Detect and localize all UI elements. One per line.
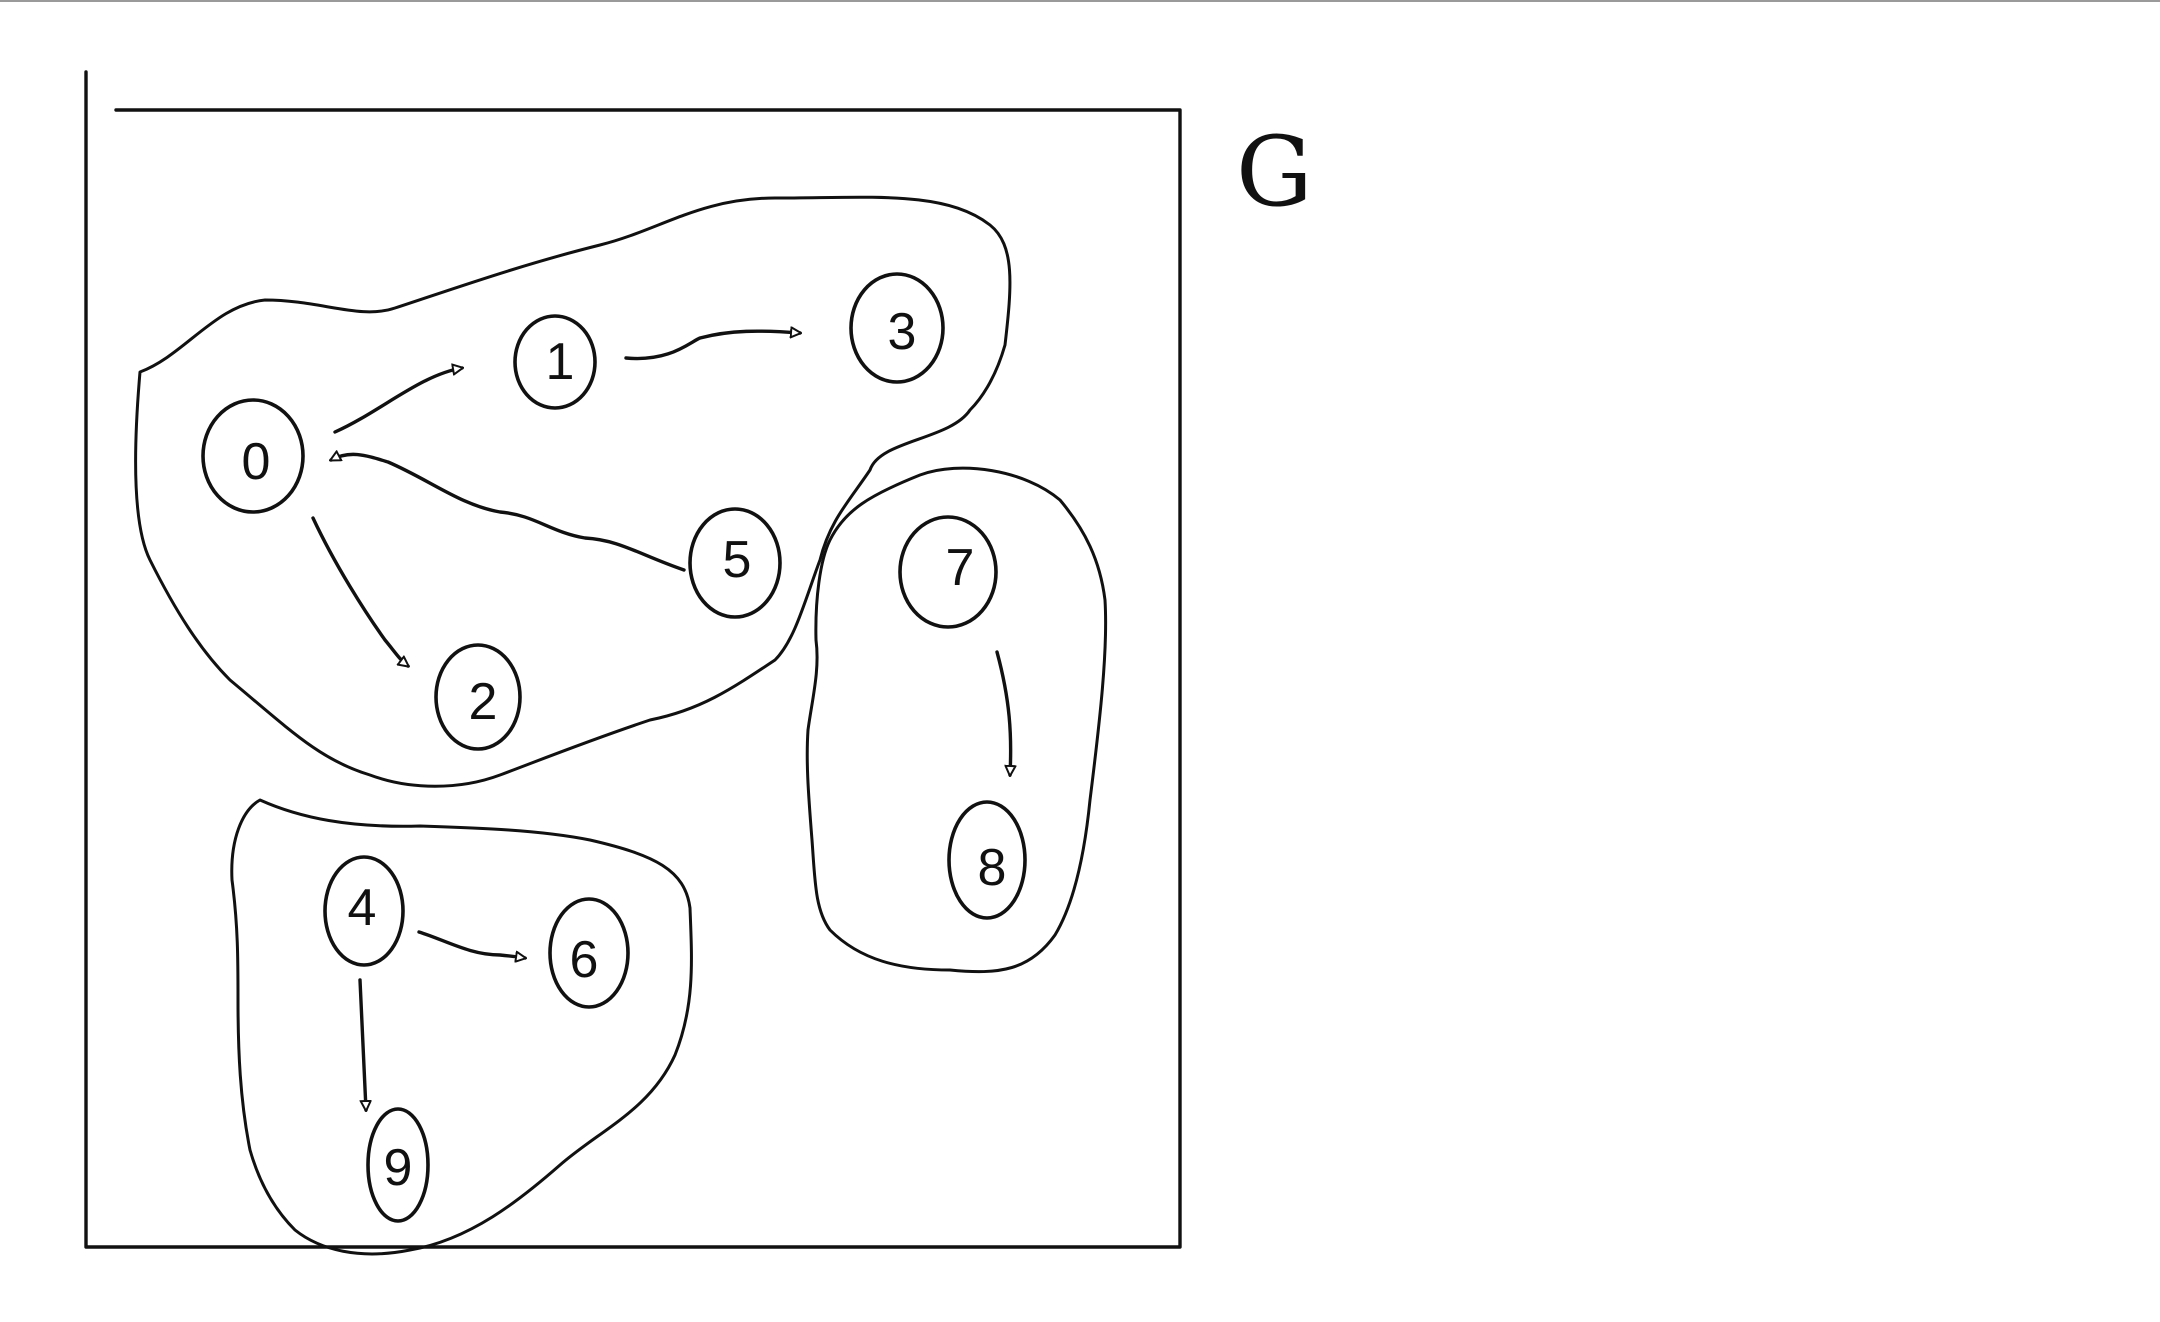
edge-4-to-6: [417, 930, 525, 958]
component-regions: [134, 195, 1108, 1256]
component-region-0-1-2-3-5: [134, 195, 1012, 788]
node-6: 6: [548, 897, 630, 1009]
node-9: 9: [366, 1107, 430, 1223]
edge-4-to-9: [358, 978, 366, 1110]
node-label-8: 8: [978, 839, 1007, 897]
node-3: 3: [849, 272, 945, 384]
edge-0-to-1: [333, 368, 462, 434]
top-border-line: [0, 0, 2160, 2]
nodes: 0 1 2 3 4 5 6 7: [201, 272, 1027, 1223]
node-2: 2: [434, 643, 522, 751]
node-8: 8: [947, 800, 1027, 920]
edge-0-to-2: [311, 516, 408, 666]
node-label-3: 3: [888, 303, 917, 361]
node-label-6: 6: [570, 931, 599, 989]
node-4: 4: [323, 855, 405, 967]
node-label-4: 4: [348, 879, 377, 937]
node-7: 7: [898, 515, 998, 629]
edge-7-to-8: [995, 650, 1011, 775]
edges: [311, 331, 1011, 1110]
edge-1-to-3: [624, 331, 800, 361]
node-label-1: 1: [546, 333, 575, 391]
graph-label: G: [1236, 116, 1313, 228]
node-label-7: 7: [946, 539, 975, 597]
edge-5-to-0: [331, 454, 686, 572]
node-0: 0: [201, 398, 305, 514]
node-5: 5: [688, 507, 782, 619]
component-region-7-8: [805, 466, 1108, 974]
node-label-5: 5: [723, 531, 752, 589]
graph-frame: [84, 70, 1182, 1249]
node-1: 1: [513, 314, 597, 410]
node-label-9: 9: [384, 1139, 413, 1197]
component-region-4-6-9: [230, 798, 693, 1256]
node-label-0: 0: [242, 433, 271, 491]
node-label-2: 2: [469, 673, 498, 731]
